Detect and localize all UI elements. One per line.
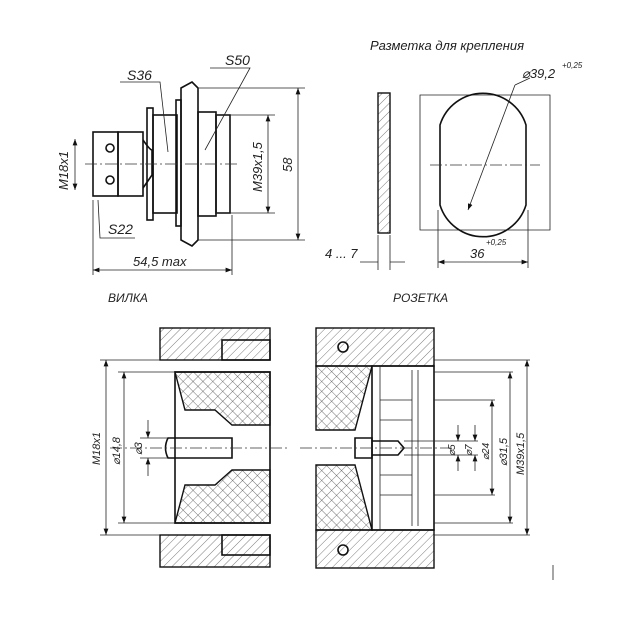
label-tol2: +0,25 xyxy=(486,238,507,247)
label-m39: M39x1,5 xyxy=(250,141,265,192)
plug-m18: M18x1 xyxy=(91,432,103,465)
socket-d315: ⌀31,5 xyxy=(498,437,510,466)
socket-section xyxy=(300,327,554,580)
connector-side-view xyxy=(72,67,305,275)
label-length: 54,5 max xyxy=(133,254,187,269)
label-s36: S36 xyxy=(127,67,152,83)
label-s50: S50 xyxy=(225,52,250,68)
label-thickness: 4 ... 7 xyxy=(325,246,358,261)
label-tol1: +0,25 xyxy=(562,61,583,70)
socket-title: РОЗЕТКА xyxy=(393,291,448,305)
mounting-view xyxy=(360,77,551,270)
socket-d5: ⌀5 xyxy=(447,444,458,456)
socket-m39: M39x1,5 xyxy=(515,432,527,475)
label-w36: 36 xyxy=(470,246,485,261)
mounting-title: Разметка для крепления xyxy=(370,38,524,53)
label-d392: ⌀39,2 xyxy=(522,66,556,81)
socket-d24: ⌀24 xyxy=(481,442,492,460)
plug-d148: ⌀14,8 xyxy=(111,436,123,465)
plug-title: ВИЛКА xyxy=(108,291,148,305)
label-m18: M18x1 xyxy=(56,151,71,190)
label-s22: S22 xyxy=(108,221,133,237)
socket-d7: ⌀7 xyxy=(464,444,475,456)
label-58: 58 xyxy=(280,157,295,172)
plug-d3: ⌀3 xyxy=(133,441,145,455)
plug-section xyxy=(100,327,290,568)
